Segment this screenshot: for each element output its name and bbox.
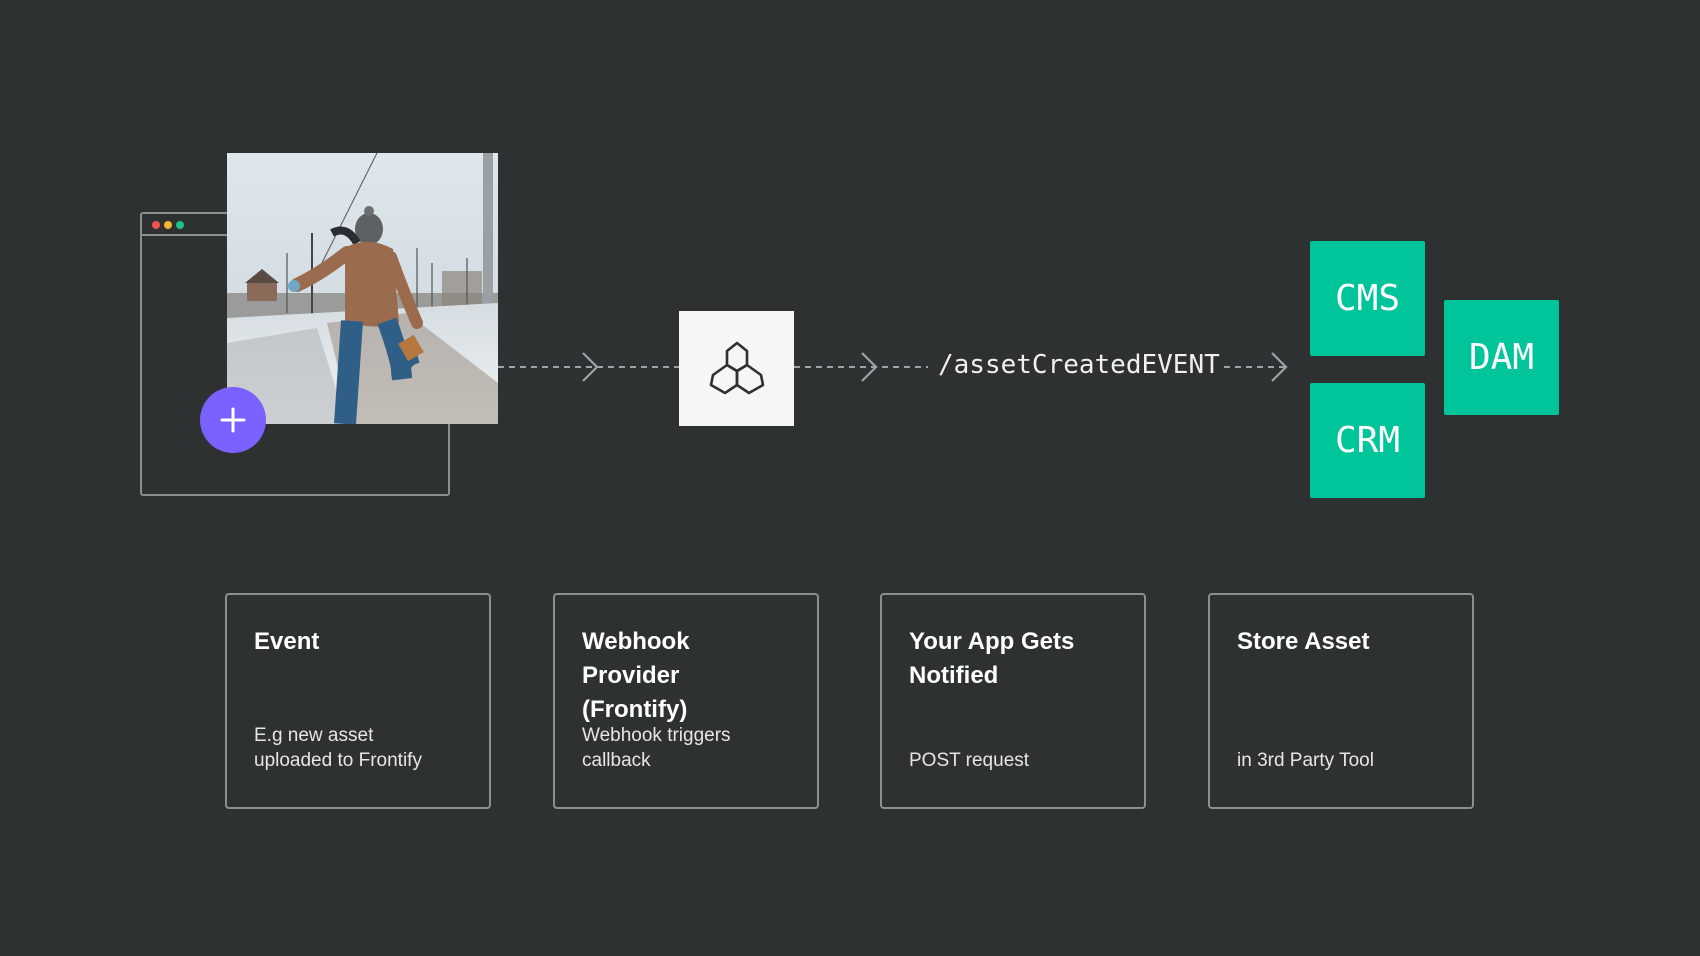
plus-icon (220, 407, 246, 433)
cms-target-tile: CMS (1310, 241, 1425, 356)
step-card-webhook-provider: Webhook Provider (Frontify) Webhook trig… (553, 593, 819, 809)
step-description: Webhook triggers callback (582, 725, 731, 771)
window-maximize-dot (176, 221, 184, 229)
step-card-store-asset: Store Asset in 3rd Party Tool (1208, 593, 1474, 809)
step-title: Store Asset (1237, 628, 1370, 655)
step-description: E.g new asset uploaded to Frontify (254, 725, 422, 771)
step-description: POST request (909, 750, 1030, 771)
window-close-dot (152, 221, 160, 229)
chevron-right-icon (861, 352, 878, 382)
step-card-event: Event E.g new asset uploaded to Frontify (225, 593, 491, 809)
step-card-app-notified: Your App Gets Notified POST request (880, 593, 1146, 809)
frontify-logo-tile (679, 311, 794, 426)
step-title: Event (254, 628, 320, 655)
chevron-right-icon (582, 352, 599, 382)
frontify-logo-icon (709, 341, 764, 394)
step-description: in 3rd Party Tool (1237, 750, 1374, 771)
step-title: Your App Gets Notified (909, 628, 1075, 689)
event-endpoint-label: /assetCreatedEVENT (938, 350, 1220, 380)
add-asset-button[interactable] (200, 387, 266, 453)
step-title: Webhook Provider (Frontify) (582, 628, 690, 723)
dam-target-tile: DAM (1444, 300, 1559, 415)
crm-target-tile: CRM (1310, 383, 1425, 498)
window-minimize-dot (164, 221, 172, 229)
asset-photo (227, 153, 498, 424)
chevron-right-icon (1271, 352, 1288, 382)
